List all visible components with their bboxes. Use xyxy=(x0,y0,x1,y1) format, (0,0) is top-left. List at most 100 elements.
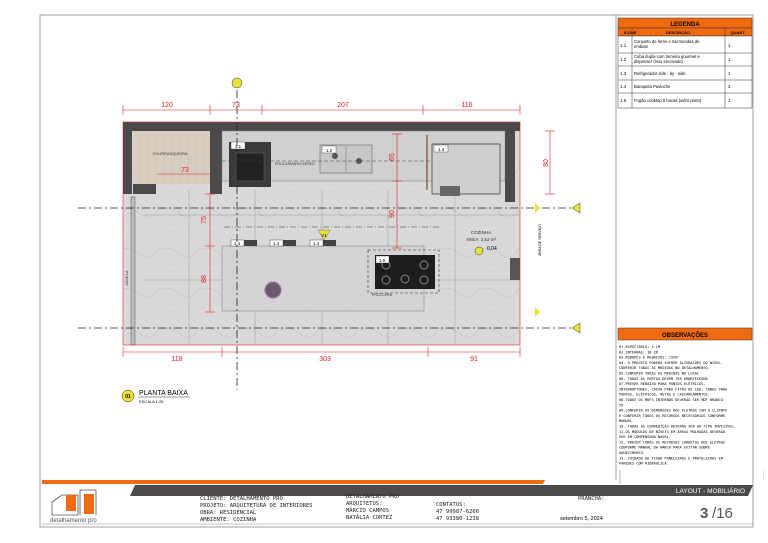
legend-row: 1.1 Conjunto de forno e microondas de em… xyxy=(620,39,731,49)
legend-icon-code: 1.4 xyxy=(620,84,627,89)
tag-1-4: 1.4 xyxy=(234,241,241,246)
legend-row: 1.2 Cuba dupla com torneira gourmet e di… xyxy=(620,54,731,64)
legend-quantity: 3 xyxy=(728,84,731,89)
title-block: LAYOUT - MOBILIÁRIO detalhamento pro CLI… xyxy=(42,470,753,525)
legend-quantity: 1 xyxy=(728,71,731,76)
observation-line: PAREDES COM HIDRÁULICA. xyxy=(619,461,669,466)
section-marker-icon xyxy=(231,77,243,89)
tag-1-2: 1.2 xyxy=(326,148,333,153)
observation-line: MANUAL. xyxy=(619,419,634,423)
wall-partition xyxy=(210,122,222,194)
legend-description-cont: embutir xyxy=(634,44,649,49)
section-marker-icon xyxy=(571,322,581,334)
stools: 1.4 1.4 1.4 xyxy=(230,239,336,247)
wall-top xyxy=(123,122,520,131)
phone-2: 47 93380-1238 xyxy=(436,516,479,522)
legend-description: Conjunto de forno e microondas de xyxy=(634,39,700,44)
legend-row: 1.3 Refrigerador side - by - side 1 xyxy=(620,71,731,76)
dimension-bottom: 303 xyxy=(319,356,331,363)
refrigerator xyxy=(431,143,501,195)
plan-title-text: PLANTA BAIXA xyxy=(139,390,188,397)
legend-row: 1.4 Banqueta Pavioche 3 xyxy=(620,84,731,89)
section-marker-icon xyxy=(571,202,581,214)
contacts-label: CONTATOS: xyxy=(436,502,466,508)
logo-text: detalhamento pro xyxy=(50,518,97,524)
sheet-number: 3 xyxy=(700,505,708,522)
tag-1-3: 1.3 xyxy=(438,147,445,152)
legend-icon-code: 1.1 xyxy=(620,43,627,48)
dimension-top: 73 xyxy=(232,102,240,109)
dimension-mid-lower: 90 xyxy=(389,210,396,218)
sheet-total: /16 xyxy=(712,505,733,522)
legend-quantity: 1 xyxy=(728,57,731,62)
plan-scale: ESCALA 1:25 xyxy=(139,399,164,404)
tag-1-5: 1.5 xyxy=(379,258,386,263)
observation-line: CONFERIR TODAS AS MEDIDAS NO DETALHAMENT… xyxy=(619,366,710,370)
floor-plan: CHURRASQUEIRA 73 JANELA 1.1 1.2 PROJ.ARM… xyxy=(78,77,581,390)
work: OBRA: RESIDENCIAL xyxy=(200,510,257,516)
observation-line: INTERRUPTORES, CAIXA PARA FITAS DE LED, … xyxy=(619,387,728,391)
observation-line: 08.TODOS OS MDFS INTERNOS DEVERÃO SER MD… xyxy=(619,397,723,402)
office: DETALHAMENTO PRO xyxy=(346,494,399,500)
observation-line: H1.ESPECTÁRIO: 3 CM xyxy=(619,344,661,349)
tag-1-4: 1.4 xyxy=(313,241,320,246)
phone-1: 47 99987-6266 xyxy=(436,509,479,515)
dimension-left-upper: 75 xyxy=(201,216,208,224)
legend-header-icon: ÍCONE xyxy=(624,30,637,35)
barbecue-area xyxy=(133,131,210,184)
date: setembro 5, 2024 xyxy=(560,516,603,522)
wall-left-upper xyxy=(123,122,132,194)
plan-number: 01 xyxy=(125,394,131,400)
observations-title: OBSERVAÇÕES xyxy=(662,332,708,339)
legend-description: Cuba dupla com torneira gourmet e xyxy=(634,54,701,59)
dimension-lines xyxy=(122,105,555,357)
observation-line: 04. O PROJETO PODERÁ SOFRER ALTERAÇÕES D… xyxy=(619,360,723,365)
observation-line: 12. PREVER TODOS OS RECURSOS CORRETOS DO… xyxy=(619,440,725,444)
observation-line: SER EM COMPENSADO NAVAL. xyxy=(619,435,671,439)
observation-line: H2.INTERNAS: 18 CM xyxy=(619,350,659,354)
observation-line: 07.PREVER REBAIXO PARA PONTOS ELÉTRICOS, xyxy=(619,381,706,386)
client: CLIENTE: DETALHAMENTO PRO xyxy=(200,496,283,502)
legend-description-cont: dispenser (inox escovado) xyxy=(634,59,683,64)
observations-panel: OBSERVAÇÕES H1.ESPECTÁRIO: 3 CMH2.INTERN… xyxy=(617,327,753,466)
dimension-barbecue: 73 xyxy=(181,167,189,174)
architect-2: NATÁLIA CORTEZ xyxy=(346,514,393,521)
sheet-section: LAYOUT - MOBILIÁRIO xyxy=(676,486,745,495)
legend-title: LEGENDA xyxy=(670,22,700,28)
observation-line: E CONFERIR TODOS OS RECURSOS NECESSÁRIOS… xyxy=(619,413,725,418)
observation-line: 10. TODAS AS CORREDIÇAS DEVERÃO SER DO T… xyxy=(619,424,736,429)
dimension-bottom: 118 xyxy=(171,356,182,363)
logo: detalhamento pro xyxy=(50,489,97,524)
legend-header-description: DESCRIÇÃO xyxy=(666,30,690,35)
observation-line: 13. CUIDADO AO FIXAR PANELEIROS E PRATEL… xyxy=(619,456,724,460)
wall-right xyxy=(505,122,515,202)
observation-line: 06. TODAS AS PORTAS DEVEM TER AMORTECEDO… xyxy=(619,377,709,381)
dimension-right: 80 xyxy=(543,159,550,167)
plant-icon xyxy=(264,281,282,299)
observation-line: PONTOS, ELÉTRICOS, RETAS E CASCAREAMENTO… xyxy=(619,392,710,397)
dimension-bottom: 91 xyxy=(470,356,478,363)
window xyxy=(130,196,136,346)
room-area: ÁREA: 2,62 m² xyxy=(466,236,497,242)
legend-icon-code: 1.2 xyxy=(620,57,627,62)
dimension-top: 120 xyxy=(161,102,173,109)
legend-quantity: 1 xyxy=(728,98,731,103)
observation-line: 09.CONFERIR AS DIMENSÕES DOS ELETROS COM… xyxy=(619,408,727,413)
project: PROJETO: ARQUITETURA DE INTERIORES xyxy=(200,503,313,509)
dimension-top: 207 xyxy=(337,102,349,109)
sheet-border xyxy=(39,14,754,528)
legend-row: 1.5 Fogão cooktop 5 bocas (vidro preto) … xyxy=(620,98,731,103)
legend-table: LEGENDA ÍCONE DESCRIÇÃO QUANT. 1.1 Conju… xyxy=(617,17,753,109)
dimension-mid-upper: 65 xyxy=(389,153,396,161)
observation-line: H3.RODAPÉS E REBAIXOS: 15CM xyxy=(619,355,678,360)
legend-description: Fogão cooktop 5 bocas (vidro preto) xyxy=(634,98,702,103)
environment: AMBIENTE: COZINHA xyxy=(200,517,257,523)
architects-label: ARQUITETOS: xyxy=(346,501,382,507)
service-area-label: ÁREA DE SERVIÇO xyxy=(538,224,542,256)
dimension-left-lower: 88 xyxy=(201,275,208,283)
observation-line: TX xyxy=(619,403,624,407)
legend-icon-code: 1.5 xyxy=(620,98,627,103)
legend-quantity: 1 xyxy=(728,43,731,48)
architect-1: MÁRCIO CAMPOS xyxy=(346,507,389,514)
